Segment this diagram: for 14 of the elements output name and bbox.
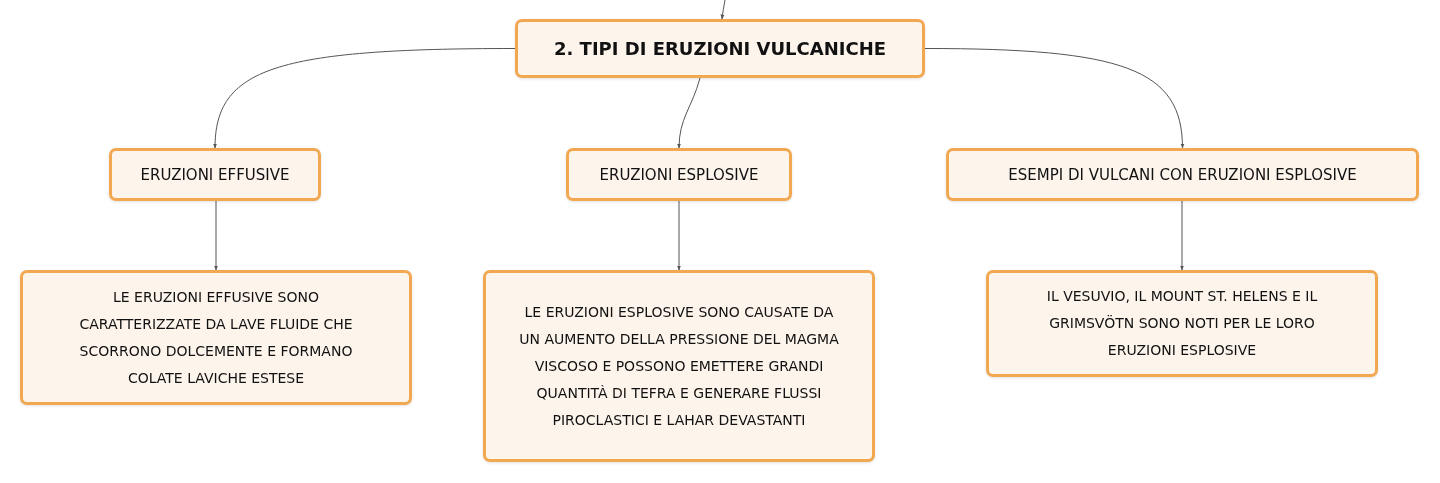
topic-box: ERUZIONI EFFUSIVE: [109, 148, 321, 201]
title-box: 2. TIPI DI ERUZIONI VULCANICHE: [515, 19, 925, 78]
connector-arrow: [1180, 200, 1184, 271]
connector-arrow: [924, 48, 1185, 149]
connector-arrow: [677, 77, 701, 149]
description-box: LE ERUZIONI EFFUSIVE SONO CARATTERIZZATE DA LAVE FLUIDE CHE SCORRONO DOLCEMENTE E FORMANO COLATE LAVICHE ESTESE: [20, 270, 412, 405]
topic-box: ESEMPI DI VULCANI CON ERUZIONI ESPLOSIVE: [946, 148, 1419, 201]
connector-arrow: [720, 0, 726, 20]
connector-arrow: [214, 200, 218, 271]
connector-arrow: [213, 48, 516, 149]
description-box: IL VESUVIO, IL MOUNT ST. HELENS E IL GRIMSVÖTN SONO NOTI PER LE LORO ERUZIONI ESPLOSIVE: [986, 270, 1378, 377]
topic-box: ERUZIONI ESPLOSIVE: [566, 148, 792, 201]
connector-arrow: [677, 200, 681, 271]
description-box: LE ERUZIONI ESPLOSIVE SONO CAUSATE DA UN AUMENTO DELLA PRESSIONE DEL MAGMA VISCOSO E POSSONO EMETTERE GRANDI QUANTITÀ DI TEFRA E GENERARE FLUSSI PIROCLASTICI E LAHAR DEVASTANTI: [483, 270, 875, 462]
